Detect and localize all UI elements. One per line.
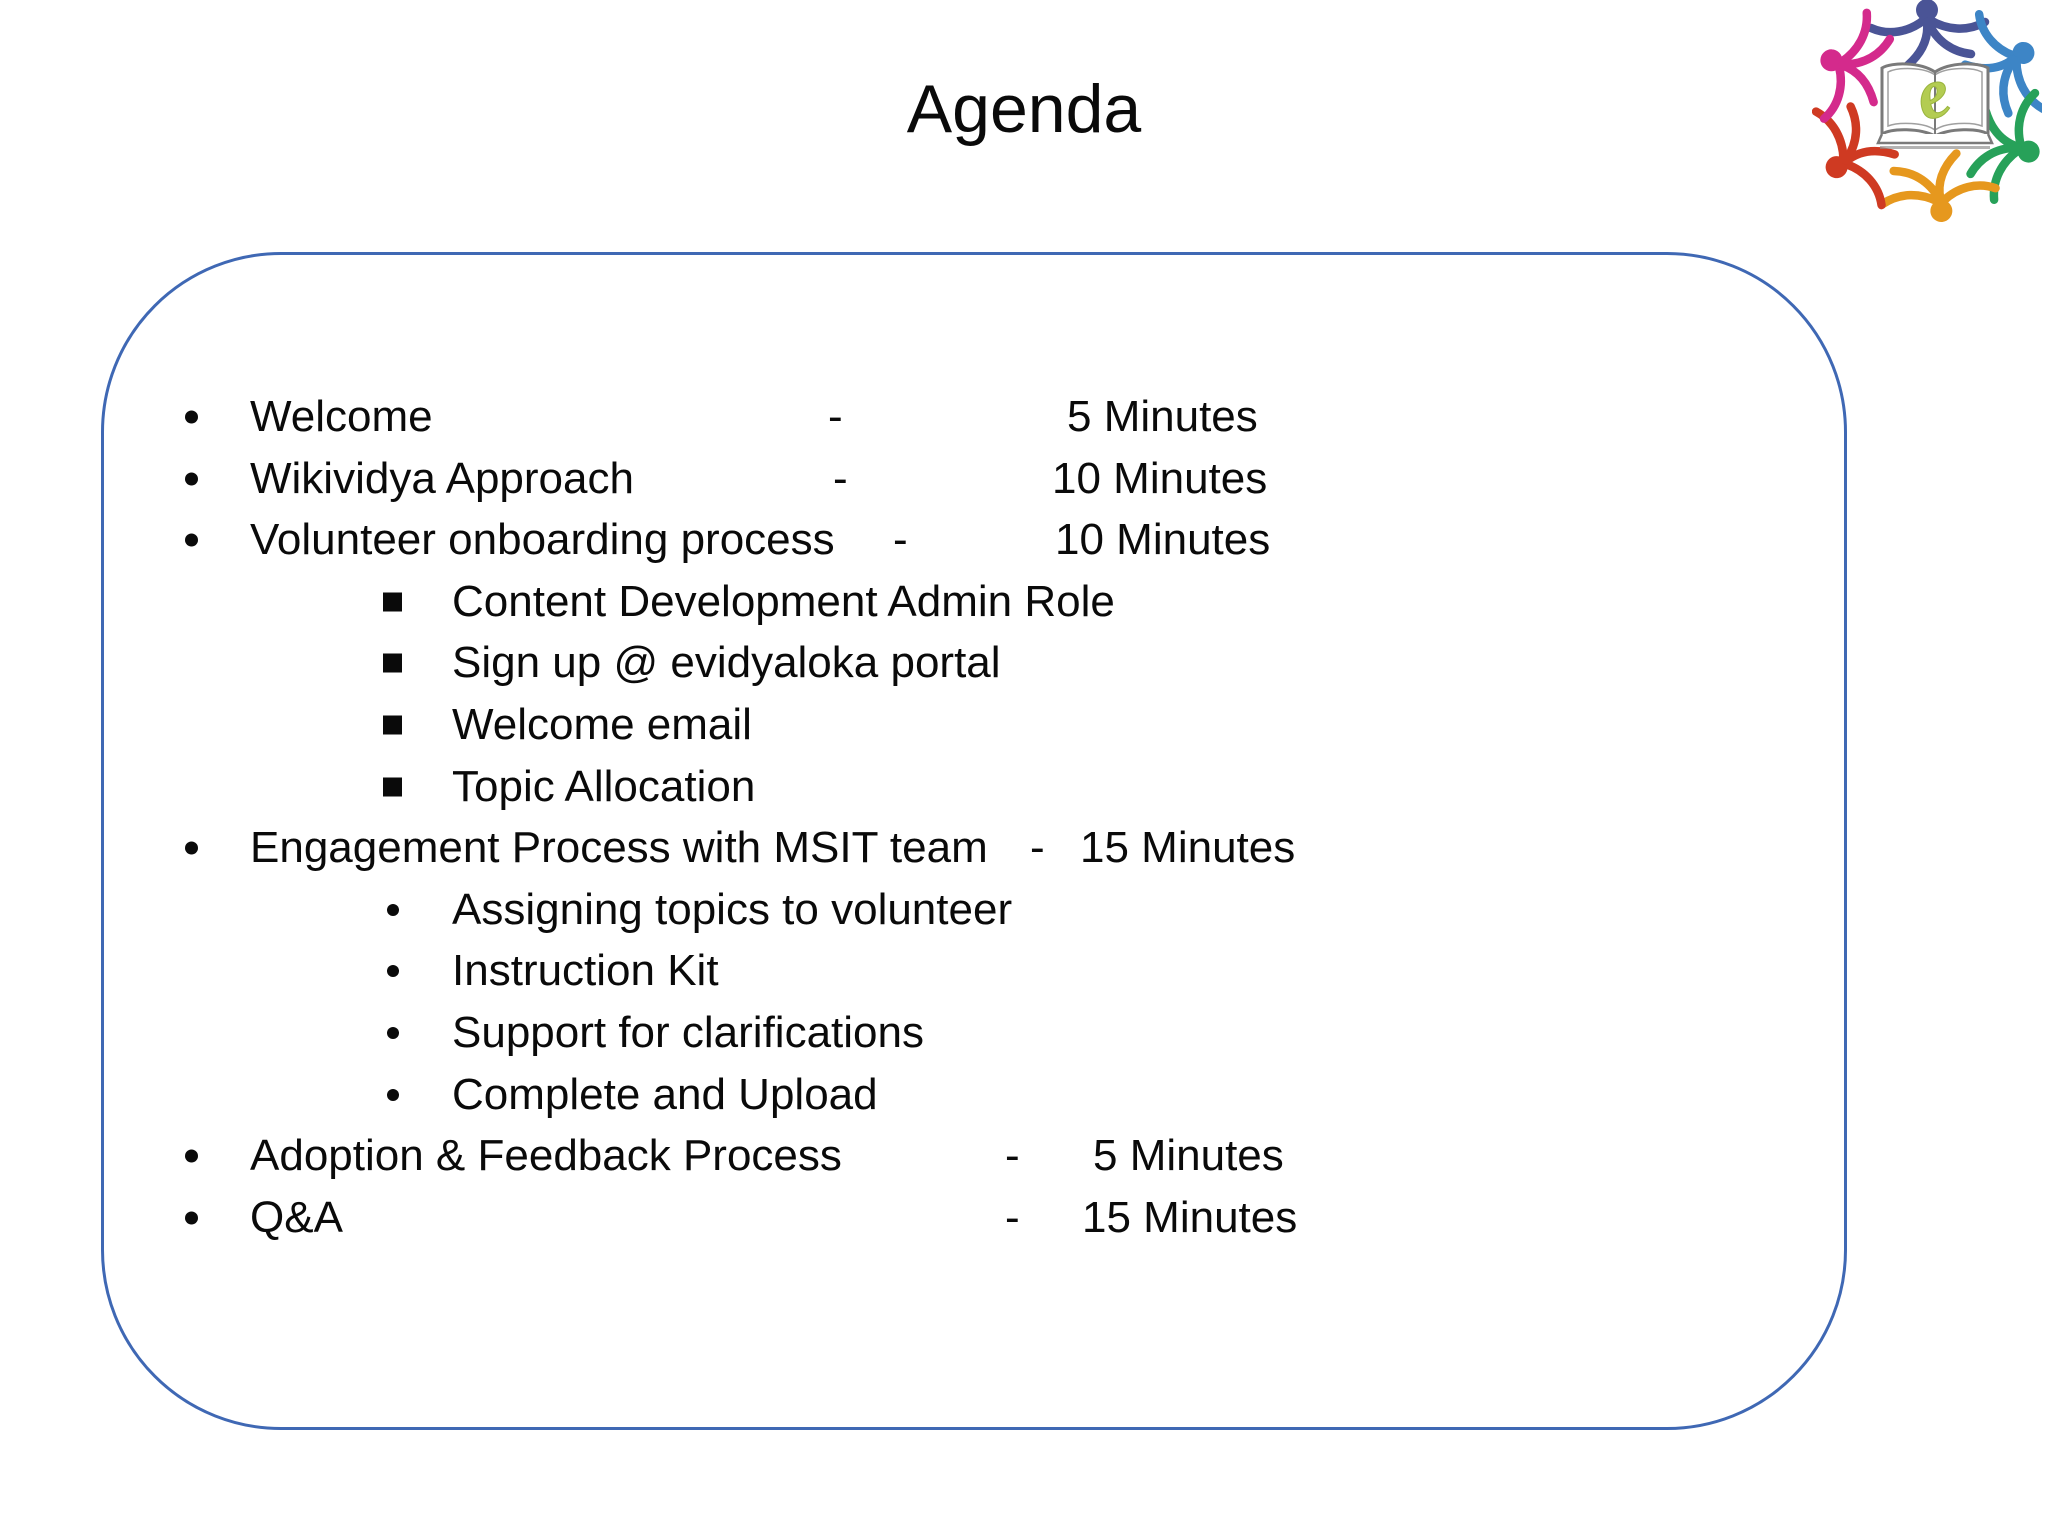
agenda-item-label: Volunteer onboarding process — [250, 515, 835, 564]
bullet-icon — [185, 1211, 198, 1225]
duration-label: 10 Minutes — [1052, 454, 1268, 503]
duration-dash: - — [828, 392, 843, 441]
square-bullet-icon — [383, 653, 402, 673]
agenda-item: Q&A - 15 Minutes — [0, 1187, 2048, 1249]
agenda-item-label: Adoption & Feedback Process — [250, 1131, 842, 1180]
agenda-box — [101, 252, 1847, 1430]
duration-label: 15 Minutes — [1082, 1193, 1298, 1242]
agenda-subitem-label: Content Development Admin Role — [452, 577, 1115, 626]
duration-label: 5 Minutes — [1067, 392, 1258, 441]
agenda-subitem-label: Welcome email — [452, 700, 752, 749]
duration-dash: - — [1005, 1131, 1020, 1180]
duration-dash: - — [1030, 823, 1045, 872]
bullet-icon — [185, 841, 198, 855]
agenda-item: Wikividya Approach - 10 Minutes — [0, 448, 2048, 510]
agenda-subitem: Assigning topics to volunteer — [0, 879, 2048, 941]
agenda-subitem-label: Sign up @ evidyaloka portal — [452, 638, 1001, 687]
agenda-item: Welcome - 5 Minutes — [0, 386, 2048, 448]
square-bullet-icon — [383, 715, 402, 735]
logo-book-base — [1880, 146, 1990, 149]
duration-label: 15 Minutes — [1080, 823, 1296, 872]
agenda-subitem: Topic Allocation — [0, 756, 2048, 818]
agenda-subitem: Sign up @ evidyaloka portal — [0, 632, 2048, 694]
agenda-subitem-label: Instruction Kit — [452, 946, 719, 995]
duration-dash: - — [1005, 1193, 1020, 1242]
agenda-item-label: Wikividya Approach — [250, 454, 634, 503]
agenda-subitem-label: Topic Allocation — [452, 762, 756, 811]
page-title: Agenda — [906, 71, 1142, 147]
agenda-subitem: Welcome email — [0, 694, 2048, 756]
agenda-subitem: Support for clarifications — [0, 1002, 2048, 1064]
logo-book: e — [1876, 50, 1994, 149]
bullet-icon — [185, 410, 198, 424]
round-bullet-icon — [387, 1089, 399, 1101]
agenda-item-label: Engagement Process with MSIT team — [250, 823, 988, 872]
agenda-subitem: Content Development Admin Role — [0, 571, 2048, 633]
agenda-item-label: Welcome — [250, 392, 433, 441]
agenda-item: Engagement Process with MSIT team - 15 M… — [0, 817, 2048, 879]
agenda-item-label: Q&A — [250, 1193, 343, 1242]
duration-dash: - — [833, 454, 848, 503]
round-bullet-icon — [387, 965, 399, 977]
bullet-icon — [185, 1149, 198, 1163]
square-bullet-icon — [383, 592, 402, 612]
agenda-subitem-label: Assigning topics to volunteer — [452, 885, 1013, 934]
agenda-item: Volunteer onboarding process - 10 Minute… — [0, 509, 2048, 571]
square-bullet-icon — [383, 777, 402, 797]
round-bullet-icon — [387, 904, 399, 916]
round-bullet-icon — [387, 1027, 399, 1039]
duration-dash: - — [893, 515, 908, 564]
agenda-subitem: Instruction Kit — [0, 940, 2048, 1002]
agenda-subitem-label: Complete and Upload — [452, 1070, 878, 1119]
duration-label: 10 Minutes — [1055, 515, 1271, 564]
bullet-icon — [185, 472, 198, 486]
evidyaloka-logo: e — [1812, 0, 2042, 232]
agenda-item: Adoption & Feedback Process - 5 Minutes — [0, 1125, 2048, 1187]
agenda-subitem: Complete and Upload — [0, 1064, 2048, 1126]
duration-label: 5 Minutes — [1093, 1131, 1284, 1180]
bullet-icon — [185, 533, 198, 547]
agenda-subitem-label: Support for clarifications — [452, 1008, 924, 1057]
